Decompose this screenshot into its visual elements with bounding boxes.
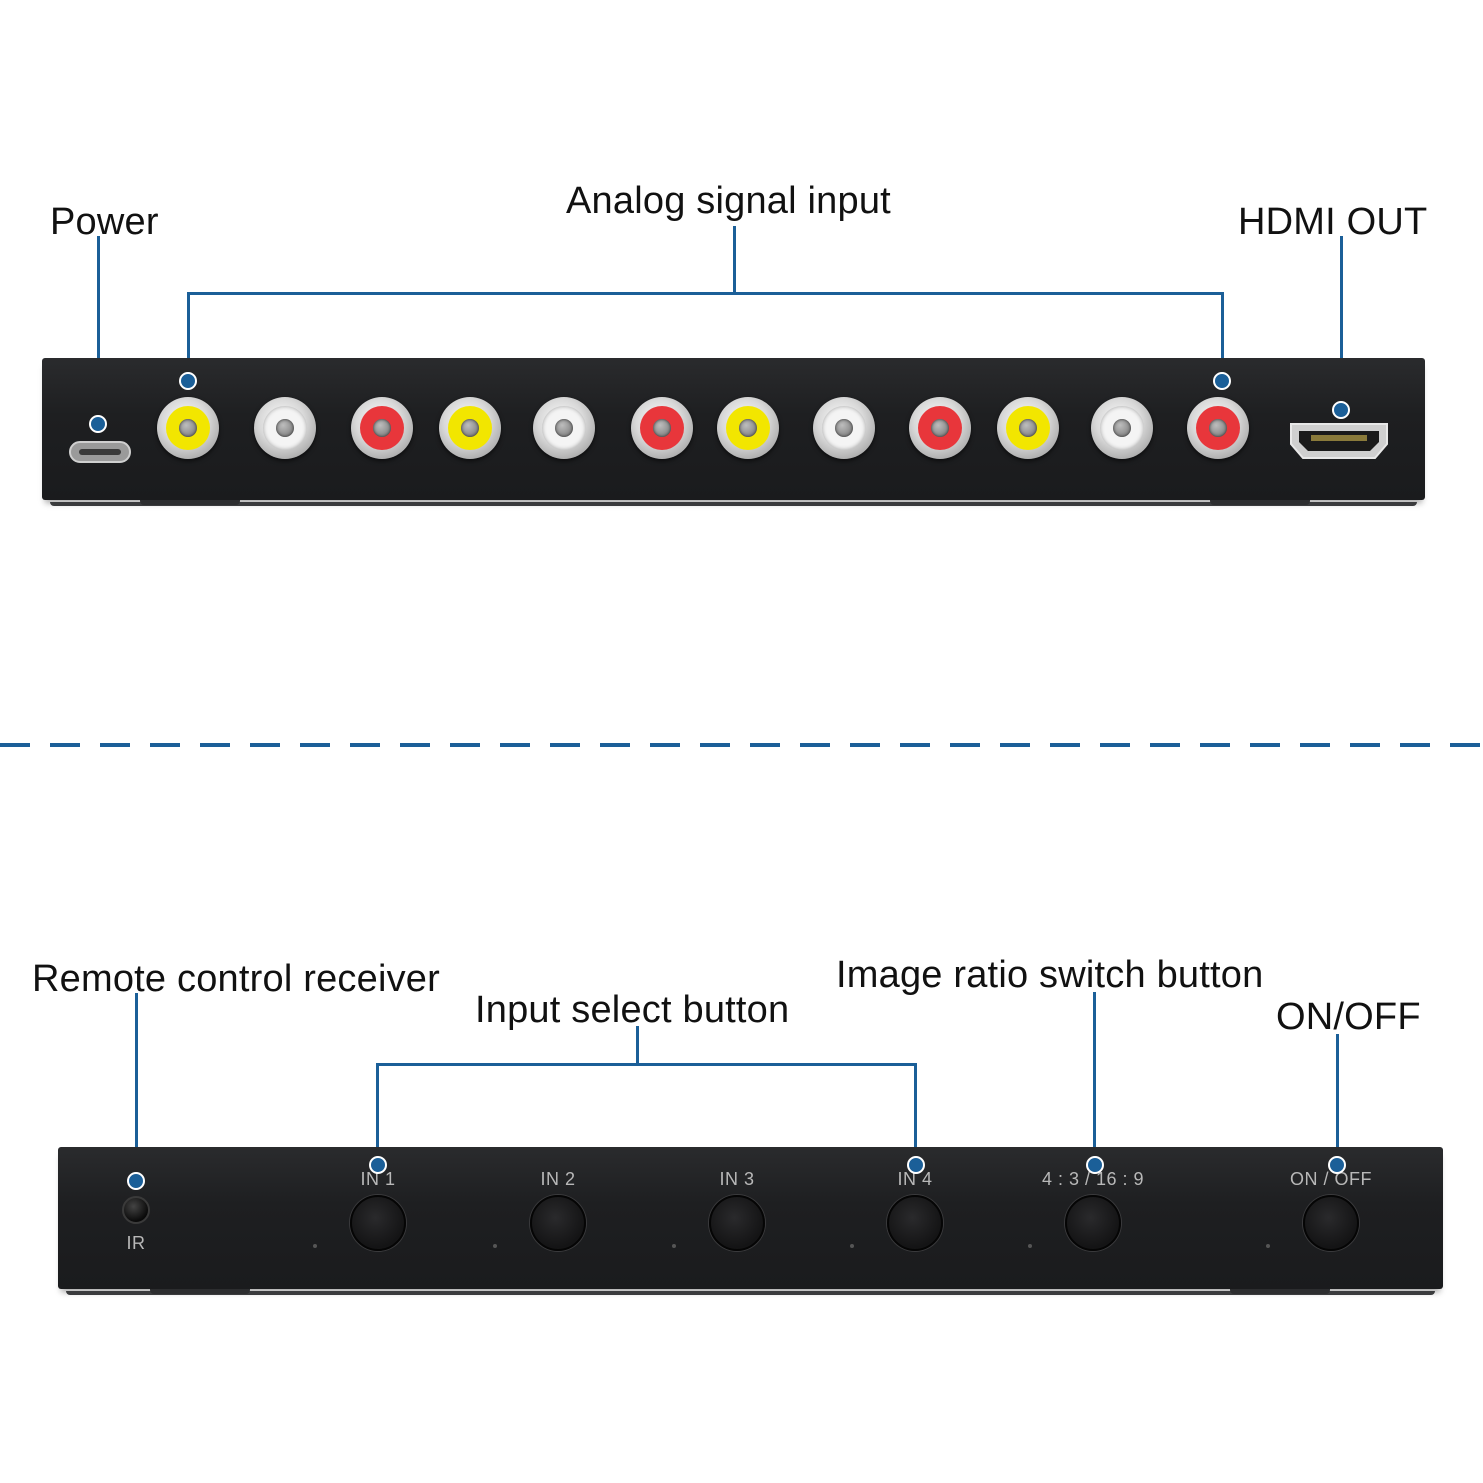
hdmi-out-port: [1290, 423, 1388, 459]
input-callout-stem: [636, 1026, 639, 1066]
panel-button-1[interactable]: [350, 1195, 406, 1251]
analog-callout-left: [187, 292, 190, 382]
rca-port-red: [1187, 397, 1249, 459]
rca-port-yellow: [439, 397, 501, 459]
power-callout-dot: [89, 415, 107, 433]
image-ratio-label: Image ratio switch button: [836, 954, 1264, 996]
analog-callout-bracket: [187, 292, 1224, 295]
panel-button-6[interactable]: [1303, 1195, 1359, 1251]
analog-callout-dot-left: [179, 372, 197, 390]
power-callout-line: [97, 236, 100, 424]
ir-receiver-icon: [122, 1196, 150, 1224]
ratio-callout-dot: [1086, 1156, 1104, 1174]
front-foot-right: [1230, 1289, 1330, 1294]
input-callout-dot-left: [369, 1156, 387, 1174]
input-callout-left: [376, 1063, 379, 1165]
analog-callout-right: [1221, 292, 1224, 382]
hdmi-callout-line: [1340, 236, 1343, 410]
rca-port-red: [351, 397, 413, 459]
indicator-led: [1266, 1244, 1270, 1248]
back-foot-right: [1210, 500, 1310, 505]
button-label: ON / OFF: [1290, 1169, 1372, 1189]
rca-port-red: [909, 397, 971, 459]
button-label: IN 2: [540, 1169, 576, 1189]
input-callout-right: [914, 1063, 917, 1165]
rca-port-white: [1091, 397, 1153, 459]
front-foot-left: [150, 1289, 250, 1294]
analog-callout-dot-right: [1213, 372, 1231, 390]
indicator-led: [493, 1244, 497, 1248]
indicator-led: [313, 1244, 317, 1248]
hdmi-callout-dot: [1332, 401, 1350, 419]
rca-port-white: [533, 397, 595, 459]
indicator-led: [672, 1244, 676, 1248]
rca-port-white: [813, 397, 875, 459]
panel-button-2[interactable]: [530, 1195, 586, 1251]
panel-button-3[interactable]: [709, 1195, 765, 1251]
front-panel-device: IR IN 1 IN 2 IN 3 IN 4 4 : 3 / 16 : 9 ON / OF…: [58, 1147, 1443, 1295]
button-label: IN 1: [360, 1169, 396, 1189]
rca-port-yellow: [997, 397, 1059, 459]
button-label: IN 4: [897, 1169, 933, 1189]
rca-port-yellow: [157, 397, 219, 459]
rca-port-red: [631, 397, 693, 459]
remote-callout-line: [135, 993, 138, 1181]
on-off-label: ON/OFF: [1276, 996, 1421, 1038]
indicator-led: [850, 1244, 854, 1248]
button-label: 4 : 3 / 16 : 9: [1041, 1169, 1145, 1189]
analog-input-label: Analog signal input: [566, 180, 891, 222]
button-label: IN 3: [719, 1169, 755, 1189]
hdmi-out-label: HDMI OUT: [1238, 201, 1428, 243]
ir-label: IR: [126, 1233, 146, 1253]
ratio-callout-line: [1093, 992, 1096, 1165]
back-panel-device: [42, 358, 1425, 506]
input-callout-dot-right: [907, 1156, 925, 1174]
input-select-label: Input select button: [475, 989, 790, 1031]
remote-receiver-label: Remote control receiver: [32, 958, 440, 1000]
onoff-callout-line: [1336, 1034, 1339, 1165]
analog-callout-stem: [733, 226, 736, 294]
rca-port-yellow: [717, 397, 779, 459]
back-foot-left: [140, 500, 240, 505]
remote-callout-dot: [127, 1172, 145, 1190]
section-divider: [0, 743, 1483, 747]
power-label: Power: [50, 201, 159, 243]
panel-button-5[interactable]: [1065, 1195, 1121, 1251]
panel-button-4[interactable]: [887, 1195, 943, 1251]
rca-port-white: [254, 397, 316, 459]
input-callout-bracket: [376, 1063, 917, 1066]
onoff-callout-dot: [1328, 1156, 1346, 1174]
indicator-led: [1028, 1244, 1032, 1248]
usb-c-power-port: [69, 441, 131, 463]
